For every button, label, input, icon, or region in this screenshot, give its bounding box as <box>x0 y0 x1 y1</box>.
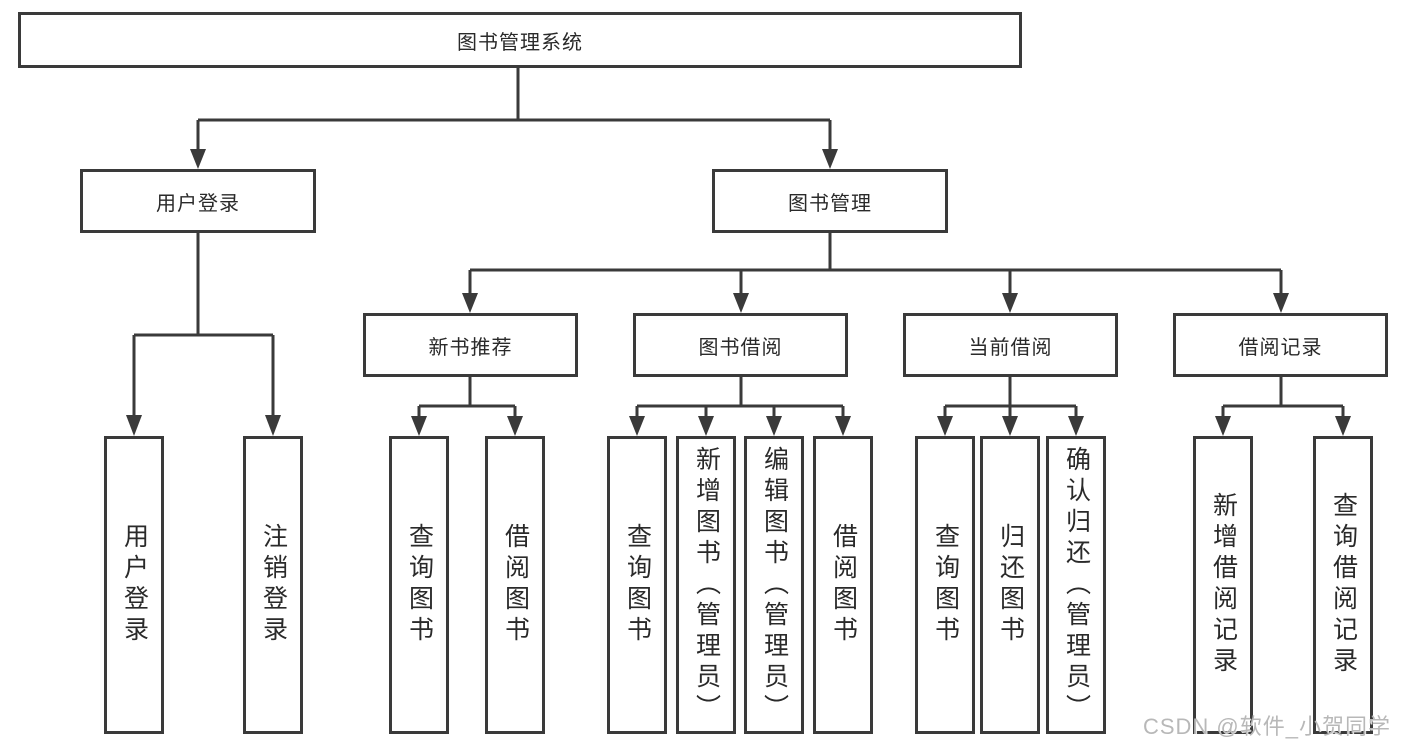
leaf-add-books-admin-label: 新增图书（管理员） <box>692 445 721 725</box>
leaf-return-books-label: 归还图书 <box>996 523 1025 647</box>
node-current-borrow: 当前借阅 <box>903 313 1118 377</box>
leaf-confirm-return-admin: 确认归还（管理员） <box>1046 436 1106 734</box>
connector-book-borrow <box>635 377 845 419</box>
leaf-borrow-books-rec: 借阅图书 <box>485 436 545 734</box>
node-library-system: 图书管理系统 <box>18 12 1022 68</box>
leaf-user-login: 用户登录 <box>104 436 164 734</box>
node-book-mgmt: 图书管理 <box>712 169 948 233</box>
node-user-login-label: 用户登录 <box>156 192 240 215</box>
leaf-user-login-label: 用户登录 <box>120 523 149 647</box>
node-library-system-label: 图书管理系统 <box>457 31 583 54</box>
leaf-logout-label: 注销登录 <box>259 523 288 647</box>
leaf-add-borrow-record-label: 新增借阅记录 <box>1209 492 1238 678</box>
leaf-edit-books-admin: 编辑图书（管理员） <box>744 436 804 734</box>
node-new-book-rec-label: 新书推荐 <box>428 336 513 359</box>
leaf-query-books-current: 查询图书 <box>915 436 975 734</box>
connector-borrow-records <box>1221 377 1345 419</box>
leaf-query-books-borrow: 查询图书 <box>607 436 667 734</box>
arrowheads <box>126 149 1351 436</box>
leaf-edit-books-admin-label: 编辑图书（管理员） <box>760 445 789 725</box>
node-book-borrow-label: 图书借阅 <box>698 336 783 359</box>
connector-user-login <box>132 233 275 418</box>
node-user-login: 用户登录 <box>80 169 316 233</box>
node-new-book-rec: 新书推荐 <box>363 313 578 377</box>
node-borrow-records-label: 借阅记录 <box>1238 336 1323 359</box>
leaf-borrow-books-label: 借阅图书 <box>829 523 858 647</box>
connector-current-borrow <box>943 377 1078 419</box>
node-book-borrow: 图书借阅 <box>633 313 848 377</box>
leaf-borrow-books-rec-label: 借阅图书 <box>501 523 530 647</box>
leaf-logout: 注销登录 <box>243 436 303 734</box>
leaf-add-borrow-record: 新增借阅记录 <box>1193 436 1253 734</box>
leaf-query-books-current-label: 查询图书 <box>931 523 960 647</box>
leaf-query-books-rec-label: 查询图书 <box>405 523 434 647</box>
connector-new-book-rec <box>417 377 517 419</box>
node-book-mgmt-label: 图书管理 <box>788 192 872 215</box>
node-current-borrow-label: 当前借阅 <box>968 336 1053 359</box>
leaf-return-books: 归还图书 <box>980 436 1040 734</box>
node-borrow-records: 借阅记录 <box>1173 313 1388 377</box>
leaf-query-books-rec: 查询图书 <box>389 436 449 734</box>
watermark-text: CSDN @软件_小贺同学 <box>1142 714 1391 739</box>
connector-book-mgmt <box>468 233 1283 295</box>
leaf-query-borrow-record-label: 查询借阅记录 <box>1329 492 1358 678</box>
leaf-add-books-admin: 新增图书（管理员） <box>676 436 736 734</box>
leaf-query-books-borrow-label: 查询图书 <box>623 523 652 647</box>
connector-root <box>196 68 832 151</box>
leaf-confirm-return-admin-label: 确认归还（管理员） <box>1062 445 1091 725</box>
leaf-borrow-books: 借阅图书 <box>813 436 873 734</box>
leaf-query-borrow-record: 查询借阅记录 <box>1313 436 1373 734</box>
